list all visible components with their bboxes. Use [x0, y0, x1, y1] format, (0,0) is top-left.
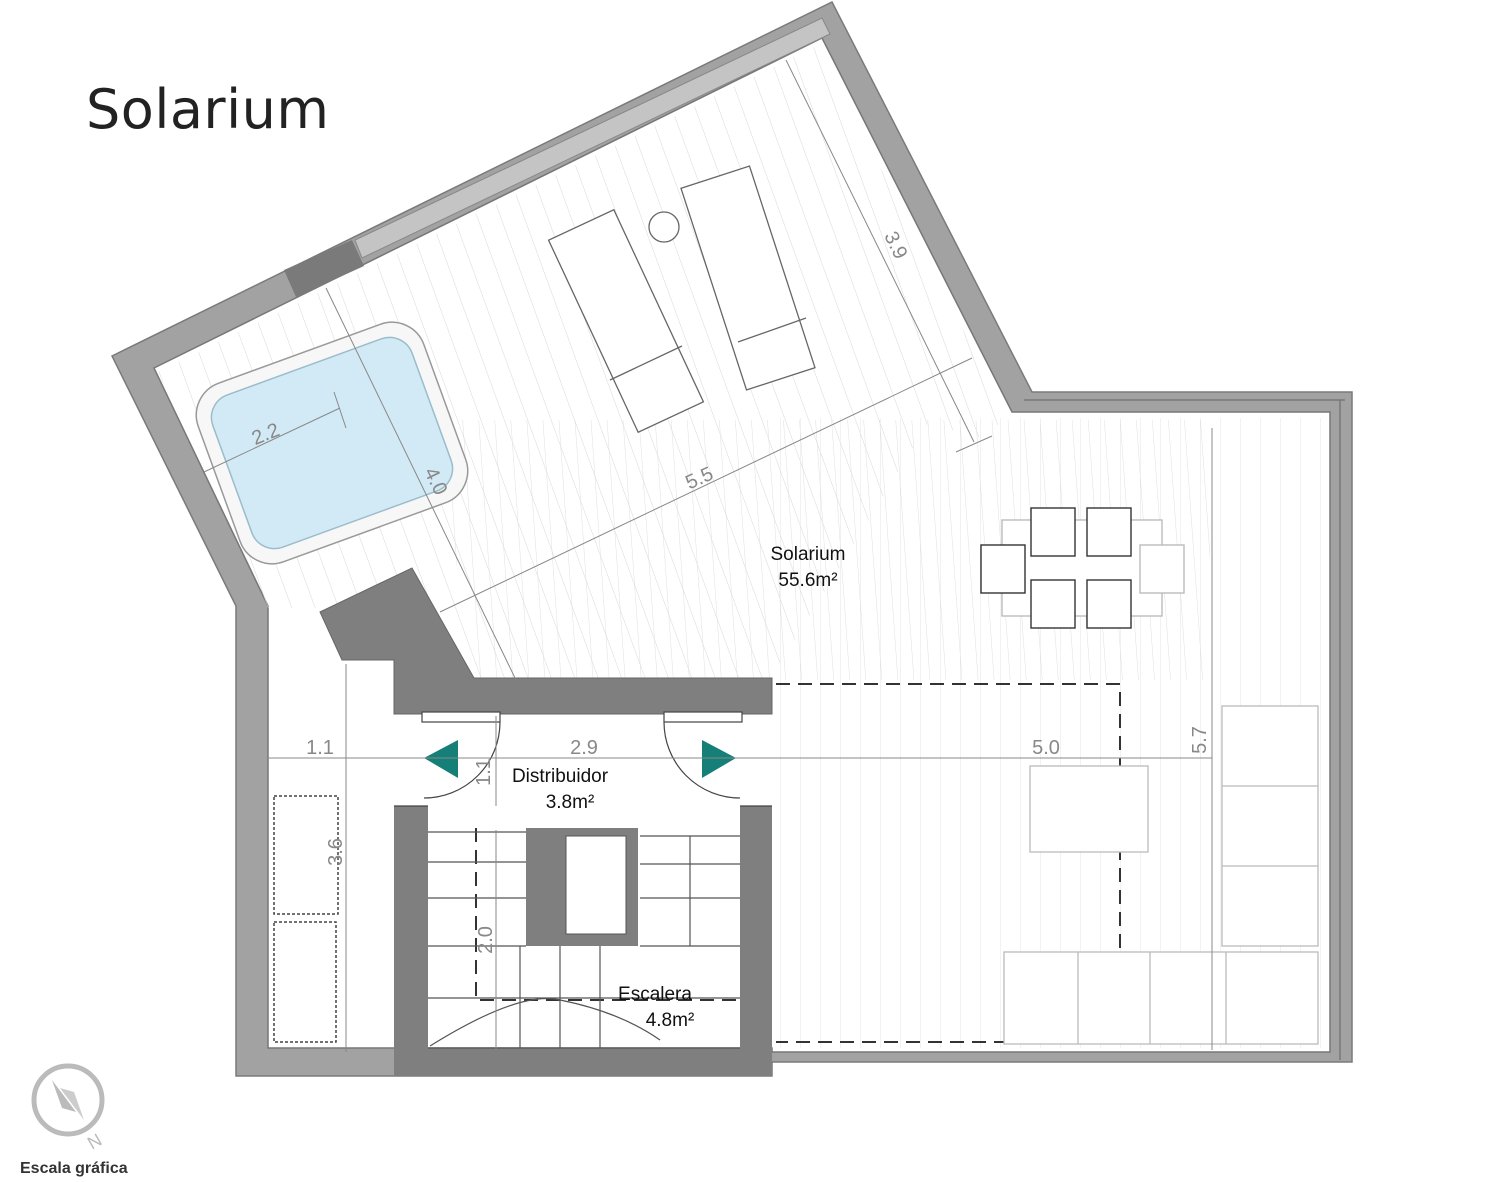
parapet: [284, 17, 1345, 1060]
dimension-label: 2.9: [570, 737, 598, 759]
page-title: Solarium: [86, 78, 330, 141]
dimension-label: 1.1: [306, 737, 334, 759]
dimension-label: 5.7: [1189, 726, 1211, 754]
pool: [195, 321, 469, 565]
room-area-distribuidor: 3.8m²: [546, 792, 595, 813]
dimension-lines: [203, 59, 1213, 1052]
arrow-right-icon: [702, 740, 736, 778]
scale-label: Escala gráfica: [20, 1160, 128, 1177]
dimension-label: 5.0: [1032, 737, 1060, 759]
compass-north-label: N: [84, 1130, 105, 1154]
pergola-dashed: [475, 683, 1121, 1043]
room-area-solarium: 55.6m²: [778, 570, 837, 591]
lounge-furniture: [1003, 705, 1319, 1045]
dimension-label: 2.0: [475, 926, 497, 954]
compass-icon: N: [31, 1063, 105, 1154]
doors: [394, 711, 772, 807]
dining-set: [980, 507, 1185, 629]
dimension-label: 3.6: [325, 838, 347, 866]
sun-loungers: [547, 165, 816, 434]
room-name-distribuidor: Distribuidor: [512, 766, 609, 787]
stairs: [428, 831, 740, 1049]
dimension-label: 1.1: [473, 758, 495, 786]
storage-units: [273, 795, 339, 1043]
arrow-left-icon: [424, 740, 458, 778]
room-area-escalera: 4.8m²: [646, 1010, 695, 1031]
room-name-solarium: Solarium: [771, 544, 846, 565]
entry-arrows: [424, 740, 736, 778]
core-walls: [319, 567, 773, 1076]
room-name-escalera: Escalera: [618, 984, 692, 1005]
